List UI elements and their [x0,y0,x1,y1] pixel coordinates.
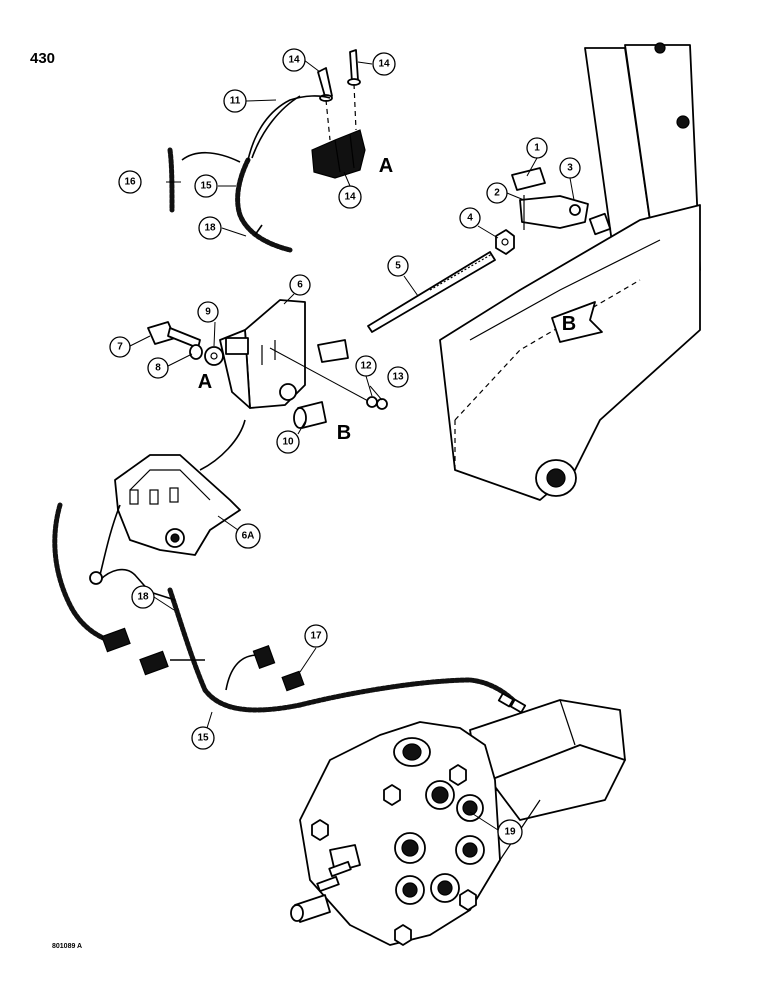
ref-letter-a-bracket: A [198,371,212,393]
callout-16: 16 [118,170,142,194]
svg-text:18: 18 [204,223,216,234]
svg-text:15: 15 [200,181,212,192]
mounting-bracket [219,299,371,409]
svg-text:11: 11 [230,96,241,107]
callout-6a: 6A [235,523,261,549]
svg-text:13: 13 [392,372,404,383]
svg-text:12: 12 [360,361,372,372]
svg-text:14: 14 [378,59,390,70]
svg-text:3: 3 [567,163,573,174]
svg-text:10: 10 [282,437,294,448]
svg-text:B: B [562,313,576,335]
svg-text:16: 16 [124,177,136,188]
callout-6: 6 [289,274,311,296]
jam-nut [495,229,515,255]
bracket-6a [114,419,246,556]
callout-9: 9 [197,301,219,323]
svg-text:2: 2 [494,188,500,199]
lower-harness [52,502,527,714]
svg-text:18: 18 [137,592,149,603]
ref-flag-b-arm: B [551,301,603,343]
callout-17: 17 [304,624,328,648]
callout-4: 4 [459,207,481,229]
svg-text:14: 14 [288,55,300,66]
callout-7: 7 [109,336,131,358]
svg-text:6: 6 [297,280,303,291]
leader-lines [129,59,575,831]
spacer-bushing [293,401,327,429]
loader-frame [439,42,701,501]
callout-18-bottom: 18 [131,585,155,609]
callout-3: 3 [559,157,581,179]
callout-12: 12 [355,355,377,377]
callout-13: 13 [387,366,409,388]
callout-18-top: 18 [198,216,222,240]
control-valve [290,699,626,946]
washer-and-nut [366,396,388,410]
svg-text:6A: 6A [242,531,255,542]
clevis-assembly [511,167,589,230]
ref-letter-b-spacer: B [337,422,351,444]
ref-letter-a-switch: A [379,155,393,177]
switch-assembly [311,49,366,179]
svg-text:17: 17 [310,631,322,642]
page-number: 430 [30,50,56,67]
callout-15-bottom: 15 [191,726,215,750]
callout-2: 2 [486,182,508,204]
threaded-rod [367,251,496,333]
callout-19: 19 [497,819,523,845]
callout-14-bottom: 14 [338,185,362,209]
figure-code: 801089 A [52,943,83,950]
svg-text:19: 19 [504,827,516,838]
svg-text:8: 8 [155,363,161,374]
callout-14-left: 14 [282,48,306,72]
top-harness [167,95,331,253]
bolt-and-washers [147,321,224,366]
callout-10: 10 [276,430,300,454]
callout-1: 1 [526,137,548,159]
callout-8: 8 [147,357,169,379]
callout-15-top: 15 [194,174,218,198]
callout-11: 11 [223,89,247,113]
svg-text:5: 5 [395,261,401,272]
svg-text:9: 9 [205,307,211,318]
svg-text:7: 7 [117,342,123,353]
svg-text:1: 1 [534,143,540,154]
svg-text:14: 14 [344,192,356,203]
svg-text:15: 15 [197,733,209,744]
callout-5: 5 [387,255,409,277]
svg-text:4: 4 [467,213,473,224]
callout-14-right: 14 [372,52,396,76]
